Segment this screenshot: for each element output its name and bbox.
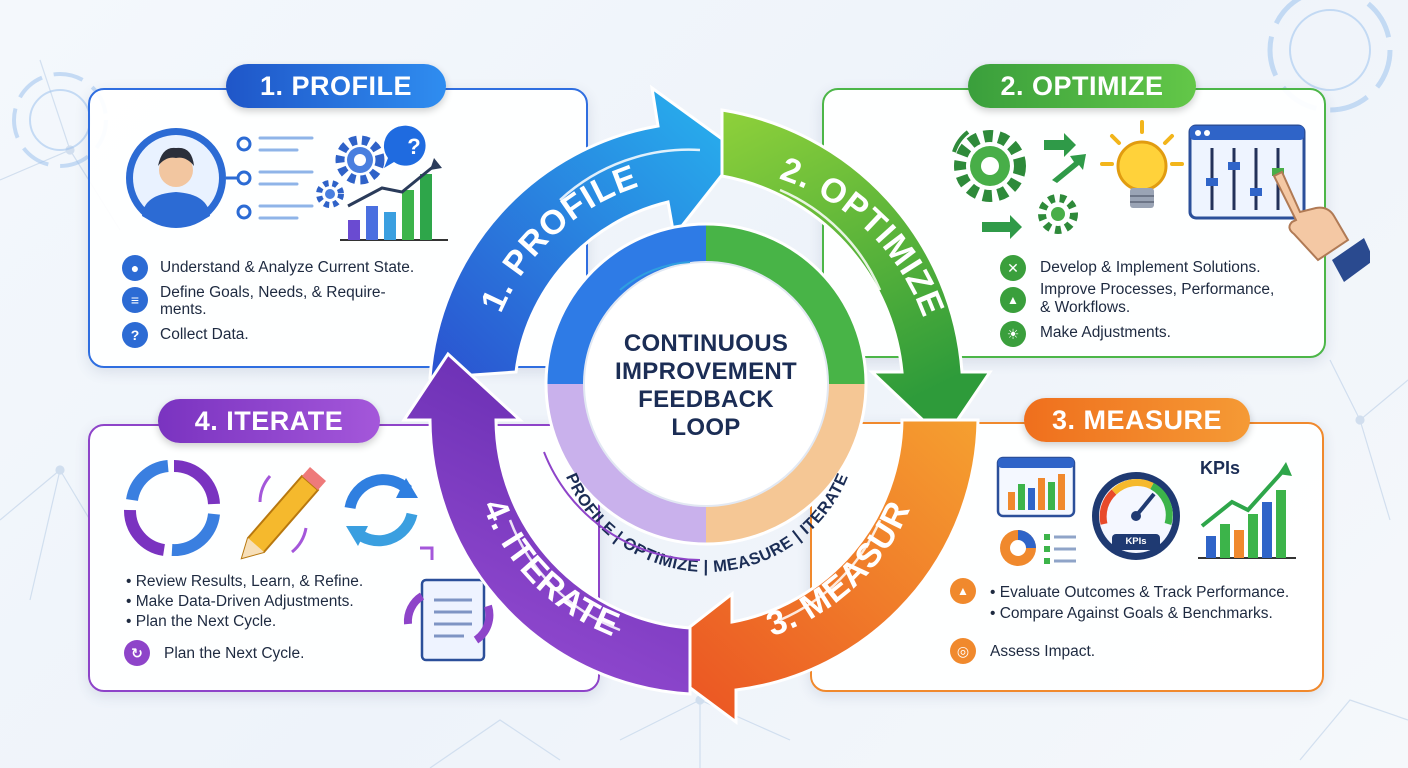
optimize-illustration [952, 120, 1370, 282]
iterate-arrow [401, 351, 692, 696]
measure-bullet-1: • Evaluate Outcomes & Track Performance. [990, 584, 1290, 601]
pie-chart-icon [1000, 530, 1076, 566]
question-icon: ? [122, 322, 148, 348]
iterate-illustration [123, 459, 494, 662]
iterate-title-badge: 4. ITERATE [158, 399, 380, 443]
gauge-icon [1092, 472, 1180, 560]
center-title-line-3: FEEDBACK [638, 386, 774, 413]
pencil-icon [240, 467, 326, 560]
gears-icon [952, 130, 1078, 234]
inner-ring-green [706, 224, 866, 384]
svg-text:?: ? [407, 134, 420, 159]
iterate-bullet-1: • Review Results, Learn, & Refine. [126, 573, 364, 590]
inner-ring-blue [546, 224, 706, 384]
profile-bullet-3: Collect Data. [160, 326, 249, 343]
measure-bullet-3: Assess Impact. [990, 643, 1096, 660]
profile-illustration: ? [126, 125, 448, 241]
inner-ring-orange [706, 384, 866, 544]
optimize-bullet-3: Make Adjustments. [1040, 324, 1171, 341]
measure-title: 3. MEASURE [1051, 404, 1223, 435]
measure-arrow [647, 418, 980, 725]
sliders-window-icon [1188, 124, 1306, 220]
optimize-bullet-2: Improve Processes, Performance, [1040, 281, 1275, 298]
target-icon: ◎ [950, 638, 976, 664]
center-title-line-2: IMPROVEMENT [615, 358, 797, 385]
measure-title-badge: 3. MEASURE [1024, 398, 1250, 442]
iterate-bullet-4: Plan the Next Cycle. [164, 645, 305, 662]
user-icon [126, 128, 226, 228]
gear-icon [316, 135, 385, 208]
iterate-title: 4. ITERATE [194, 405, 344, 436]
optimize-bullet-2-cont: & Workflows. [1040, 299, 1131, 316]
center-circle [583, 261, 829, 507]
chart-icon: ▲ [1000, 287, 1026, 313]
profile-title: 1. PROFILE [259, 70, 413, 101]
optimize-arrow [720, 108, 993, 443]
lightbulb-icon: ☀ [1000, 321, 1026, 347]
gauge-label: KPIs [1125, 536, 1147, 547]
question-bubble-icon: ? [383, 125, 426, 168]
optimize-title: 2. OPTIMIZE [1000, 70, 1164, 101]
measure-illustration [996, 456, 1296, 566]
profile-arrow [428, 84, 743, 380]
profile-bullet-2: Define Goals, Needs, & Require- [160, 284, 386, 301]
user-icon: ● [122, 255, 148, 281]
chart-icon: ▲ [950, 578, 976, 604]
optimize-title-badge: 2. OPTIMIZE [968, 64, 1196, 108]
cycle-arrows-icon [123, 459, 220, 557]
optimize-bullet-1: Develop & Implement Solutions. [1040, 259, 1261, 276]
refresh-icon [344, 474, 418, 547]
profile-bullet-1: Understand & Analyze Current State. [160, 259, 415, 276]
bar-chart-icon [340, 158, 448, 241]
measure-bullet-2: • Compare Against Goals & Benchmarks. [990, 605, 1273, 622]
cycle-icon: ↻ [124, 640, 150, 666]
document-cycle-icon [403, 578, 494, 662]
growth-chart-icon [1198, 462, 1296, 559]
lightbulb-icon [1100, 120, 1184, 208]
iterate-bullet-3: • Plan the Next Cycle. [126, 613, 277, 630]
center-title-line-1: CONTINUOUS [623, 330, 789, 357]
database-icon: ≡ [122, 287, 148, 313]
iterate-bullet-2: • Make Data-Driven Adjustments. [126, 593, 354, 610]
profile-title-badge: 1. PROFILE [226, 64, 446, 108]
inner-ring-purple [546, 384, 706, 544]
dashboard-icon [996, 456, 1076, 518]
pointing-hand-icon [1272, 170, 1370, 282]
tools-icon: ✕ [1000, 255, 1026, 281]
center-title: CONTINUOUS IMPROVEMENT FEEDBACK LOOP [590, 330, 822, 442]
profile-bullet-2-cont: ments. [160, 301, 207, 318]
kpis-label: KPIs [1200, 458, 1241, 478]
arrows-icon [982, 133, 1086, 239]
center-title-line-4: LOOP [671, 414, 741, 441]
